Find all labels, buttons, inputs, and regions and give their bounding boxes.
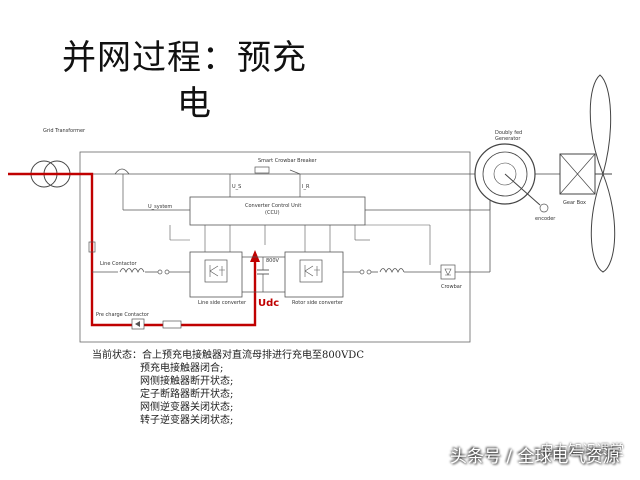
crowbar-label: Crowbar [441,284,463,290]
status-line: 预充电接触器闭合; [140,363,224,374]
generator-icon [474,143,541,206]
status-line: 当前状态：合上预充电接触器对直流母排进行充电至800VDC [92,349,364,362]
smart-crowbar-label: Smart Crowbar Breaker [258,158,317,164]
encoder-label: encoder [535,216,556,222]
page-title-continued: 电 [177,84,211,124]
rotor-side-converter-box [284,251,344,298]
gear-box-label: Gear Box [563,200,586,206]
status-item: 合上预充电接触器对直流母排进行充电至800VDC [142,350,364,361]
converter-frame [79,151,471,343]
encoder-icon [539,203,549,213]
u-system-label: U_system [148,204,172,210]
udc-arrow [250,250,260,262]
status-line: 定子断路器断开状态; [140,389,234,400]
ccu-label-2: (CCU) [265,210,280,216]
status-heading: 当前状态： [92,350,142,361]
ccu-box [189,196,366,226]
precharge-path [8,172,257,327]
grid-transformer-label: Grid Transformer [43,128,86,134]
turbine-blades-icon [589,74,616,273]
watermark-top: 电力知识课堂 [540,443,624,459]
status-line: 转子逆变器关闭状态; [140,415,234,426]
status-line: 网侧接触器断开状态; [140,376,234,387]
status-panel: 当前状态：合上预充电接触器对直流母排进行充电至800VDC 预充电接触器闭合; … [92,349,364,427]
status-line: 网侧逆变器关闭状态; [140,402,234,413]
udc-label: Udc [258,298,279,309]
rotor-side-converter-label: Rotor side converter [292,300,344,306]
watermark-bottom: 头条号 / 全球电气资源 [450,447,620,467]
u-stator-label: U_S [232,184,241,190]
ccu-label: Converter Control Unit [245,203,301,209]
line-contactor-label: Line Contactor [100,261,138,267]
dc-voltage-label: 800V [266,258,280,264]
page-title: 并网过程：预充 [62,38,307,78]
generator-label-2: Generator [495,136,521,142]
generator-label-1: Doubly fed [495,130,522,136]
line-side-converter-label: Line side converter [198,300,247,306]
crowbar-icon [440,264,456,280]
i-rotor-label: I_R [302,184,310,190]
precharge-contactor-label: Pre charge Contactor [96,312,150,318]
